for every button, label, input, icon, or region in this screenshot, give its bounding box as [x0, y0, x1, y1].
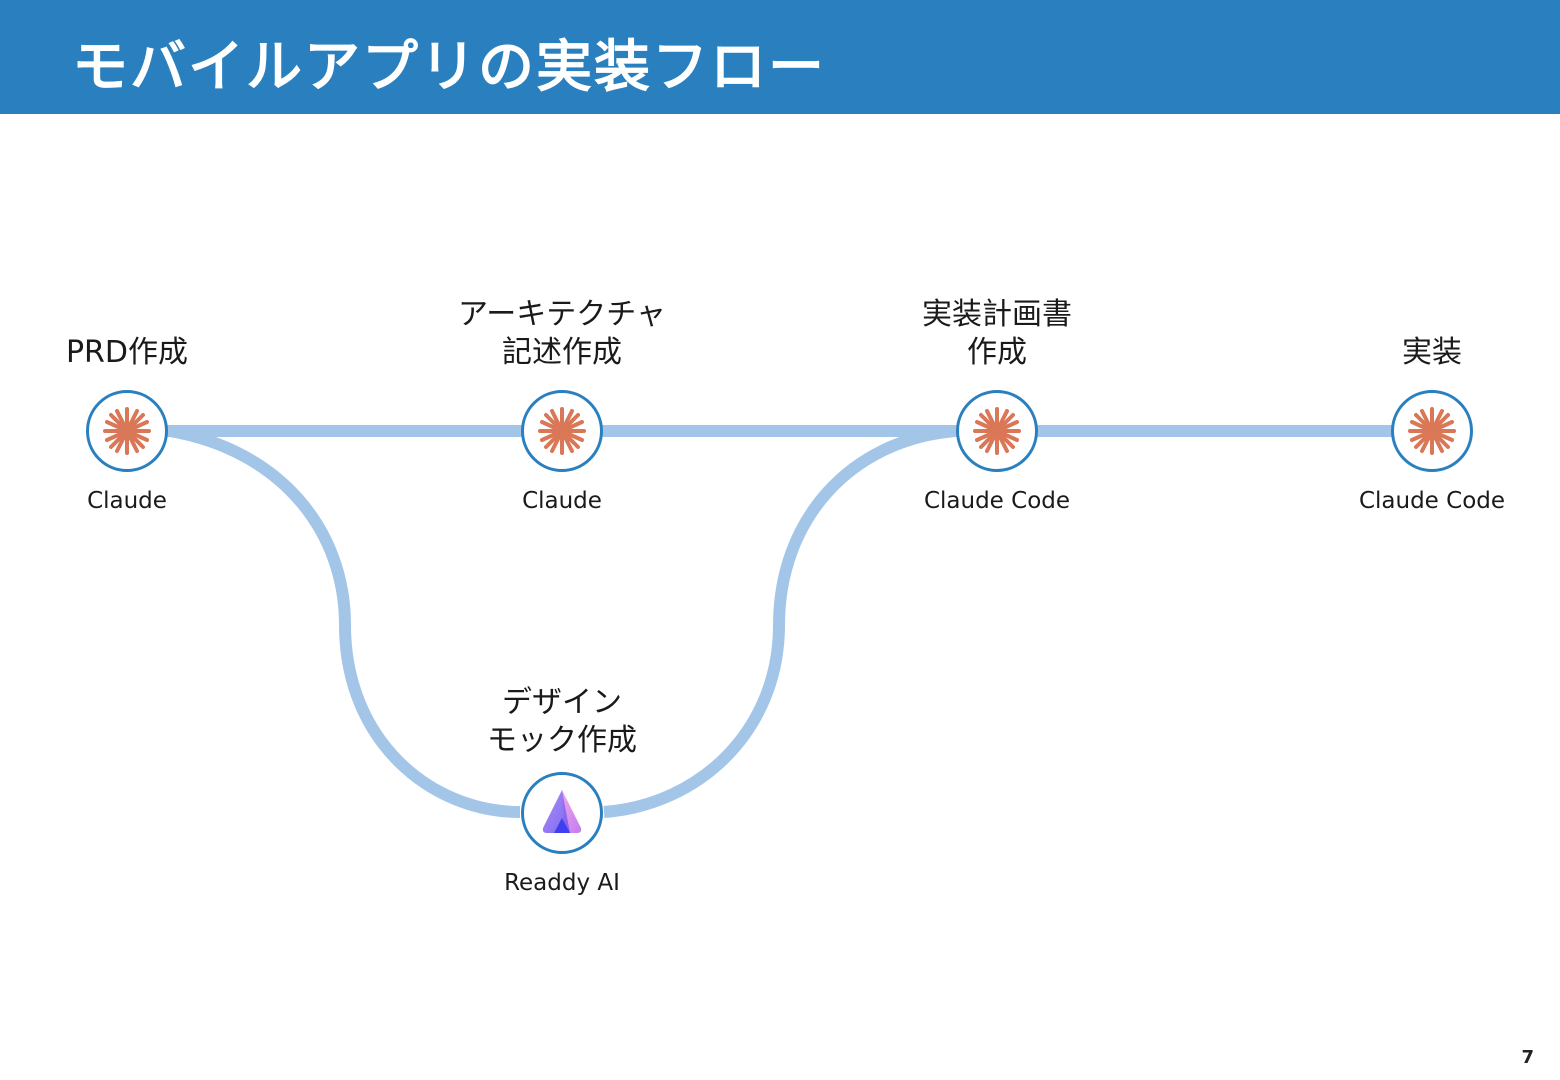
- step-label-line: PRD作成: [65, 335, 189, 370]
- node-implement[interactable]: [1391, 390, 1473, 472]
- branch-track-up: [603, 425, 956, 818]
- step-label-line: アーキテクチャ: [458, 297, 666, 332]
- node-prd[interactable]: [86, 390, 168, 472]
- step-label-line: 実装計画書: [922, 297, 1072, 332]
- tool-label-prd: Claude: [87, 488, 167, 514]
- step-label-line: デザイン: [502, 685, 622, 720]
- claude-icon: [1408, 407, 1456, 455]
- step-label-design: デザイン モック作成: [402, 684, 722, 760]
- tool-label-implement: Claude Code: [1358, 488, 1506, 514]
- slide-title: モバイルアプリの実装フロー: [72, 35, 826, 100]
- node-design[interactable]: [521, 772, 603, 854]
- page-number: 7: [1521, 1047, 1534, 1068]
- branch-track-down: [168, 425, 521, 818]
- step-label-plan: 実装計画書 作成: [837, 296, 1157, 372]
- claude-icon: [973, 407, 1021, 455]
- node-plan[interactable]: [956, 390, 1038, 472]
- step-label-line: 記述作成: [502, 335, 622, 370]
- step-label-line: モック作成: [487, 723, 637, 758]
- tool-label-architecture: Claude: [522, 488, 602, 514]
- claude-icon: [538, 407, 586, 455]
- tool-label-design: Readdy AI: [504, 870, 620, 896]
- header-bar: モバイルアプリの実装フロー: [0, 0, 1560, 114]
- claude-icon: [103, 407, 151, 455]
- readdy-icon: [542, 790, 582, 833]
- step-label-line: 実装: [1402, 335, 1462, 370]
- tool-label-plan: Claude Code: [923, 488, 1071, 514]
- node-architecture[interactable]: [521, 390, 603, 472]
- step-label-line: 作成: [967, 335, 1027, 370]
- step-label-prd: PRD作成: [0, 334, 287, 372]
- step-label-architecture: アーキテクチャ 記述作成: [402, 296, 722, 372]
- step-label-implement: 実装: [1272, 334, 1560, 372]
